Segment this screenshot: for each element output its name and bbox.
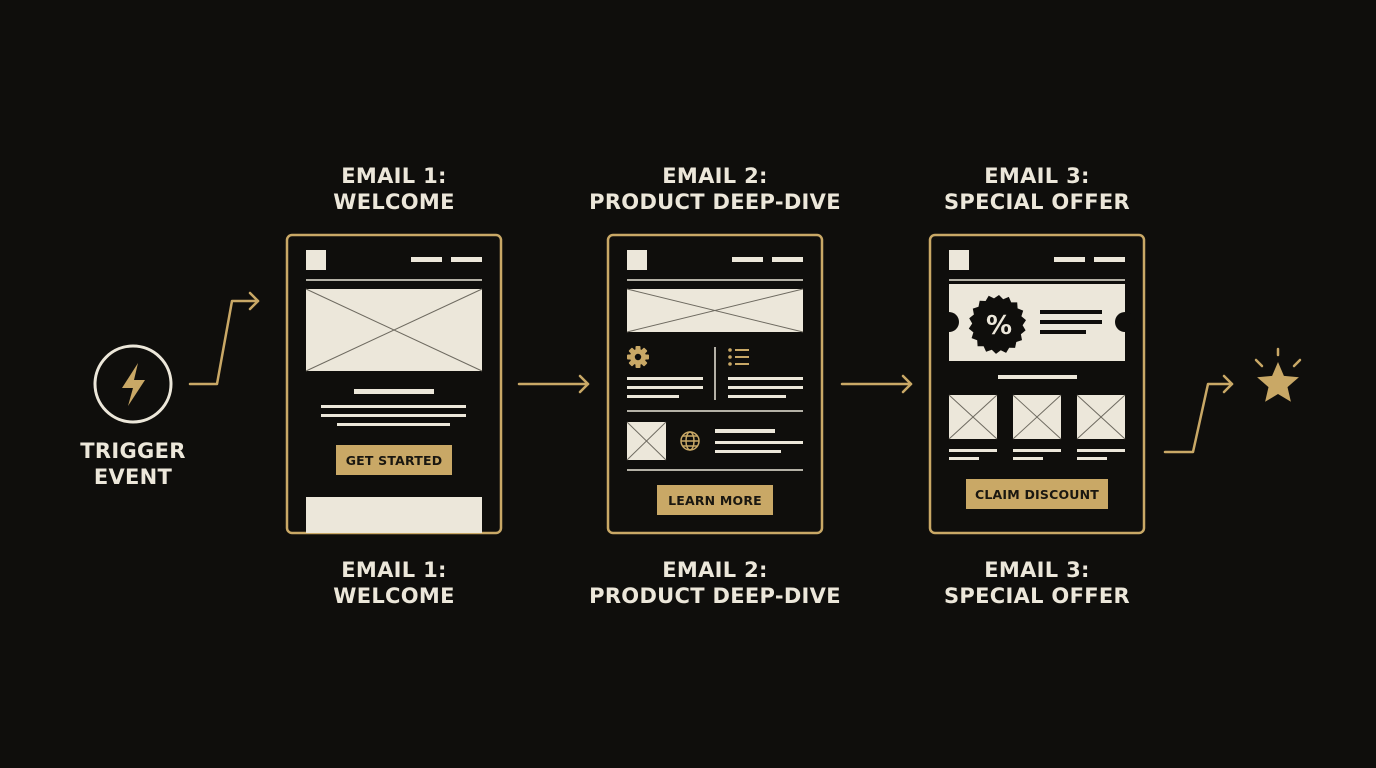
- email-1-caption: EMAIL 1: WELCOME: [284, 557, 504, 609]
- email-3-heading-line: [998, 375, 1077, 379]
- email-2-nav-item: [732, 257, 763, 262]
- email-2-text-line: [715, 441, 803, 444]
- email-2-logo: [627, 250, 647, 270]
- arrow-trigger-to-email1: [188, 291, 260, 386]
- email-1-title: EMAIL 1: WELCOME: [284, 163, 504, 215]
- email-1-hero-image-placeholder: [305, 288, 483, 372]
- claim-discount-button[interactable]: CLAIM DISCOUNT: [966, 479, 1108, 509]
- email-2-title-line-1: EMAIL 2:: [662, 164, 768, 188]
- email-2-banner-image-placeholder: [626, 288, 804, 333]
- email-3-title-line-1: EMAIL 3:: [984, 164, 1090, 188]
- trigger-node: [93, 344, 173, 424]
- arrow-email1-to-email2: [517, 374, 590, 394]
- get-started-button-label: GET STARTED: [346, 453, 443, 468]
- email-2-text-line: [627, 377, 703, 380]
- email-3-product-placeholder-3: [1076, 394, 1126, 440]
- email-2-card[interactable]: LEARN MORE: [606, 233, 824, 535]
- email-3-text-line: [1077, 449, 1125, 452]
- email-1-heading-line: [354, 389, 434, 394]
- percent-badge-icon: %: [968, 295, 1026, 354]
- trigger-label-line-1: TRIGGER: [80, 439, 186, 463]
- arrow-email2-to-email3: [840, 374, 913, 394]
- email-1-text-line: [337, 423, 450, 426]
- email-3-product-placeholder-2: [1012, 394, 1062, 440]
- goal-node: [1254, 347, 1302, 402]
- email-3-text-line: [1013, 449, 1061, 452]
- email-3-text-line: [1077, 457, 1107, 460]
- email-3-title-line-2: SPECIAL OFFER: [944, 190, 1130, 214]
- email-1-logo: [306, 250, 326, 270]
- email-3-title: EMAIL 3: SPECIAL OFFER: [917, 163, 1157, 215]
- email-1-nav-item: [411, 257, 442, 262]
- trigger-label: TRIGGER EVENT: [73, 438, 193, 490]
- email-2-text-line: [728, 377, 803, 380]
- email-3-text-line: [949, 457, 979, 460]
- email-3-logo: [949, 250, 969, 270]
- email-1-text-line: [321, 405, 466, 408]
- email-2-title: EMAIL 2: PRODUCT DEEP-DIVE: [575, 163, 855, 215]
- email-2-caption-line-2: PRODUCT DEEP-DIVE: [589, 584, 841, 608]
- email-1-caption-line-1: EMAIL 1:: [341, 558, 447, 582]
- learn-more-button-label: LEARN MORE: [668, 493, 762, 508]
- email-2-text-line: [728, 386, 803, 389]
- email-3-product-placeholder-1: [948, 394, 998, 440]
- claim-discount-button-label: CLAIM DISCOUNT: [975, 487, 1099, 502]
- email-3-caption: EMAIL 3: SPECIAL OFFER: [917, 557, 1157, 609]
- email-2-text-line: [627, 395, 679, 398]
- email-1-text-line: [321, 414, 466, 417]
- trigger-circle: [93, 344, 173, 424]
- trigger-label-line-2: EVENT: [93, 465, 173, 489]
- email-1-caption-line-2: WELCOME: [333, 584, 455, 608]
- list-icon: [728, 348, 749, 366]
- email-2-thumbnail-placeholder: [626, 421, 667, 461]
- email-2-text-line: [715, 450, 781, 453]
- lightning-bolt-icon: [122, 363, 145, 406]
- email-2-text-line: [627, 386, 703, 389]
- email-3-text-line: [949, 449, 997, 452]
- email-3-nav-item: [1054, 257, 1085, 262]
- star-icon: [1257, 362, 1299, 402]
- learn-more-button[interactable]: LEARN MORE: [657, 485, 773, 515]
- email-3-text-line: [1013, 457, 1043, 460]
- sparkle-icon: [1254, 347, 1302, 368]
- email-1-title-line-1: EMAIL 1:: [341, 164, 447, 188]
- arrow-email3-to-goal: [1163, 374, 1234, 454]
- email-2-title-line-2: PRODUCT DEEP-DIVE: [589, 190, 841, 214]
- svg-text:%: %: [986, 311, 1012, 341]
- email-3-nav-item: [1094, 257, 1125, 262]
- gear-icon: [627, 346, 649, 368]
- email-3-caption-line-1: EMAIL 3:: [984, 558, 1090, 582]
- email-2-caption-line-1: EMAIL 2:: [662, 558, 768, 582]
- email-1-title-line-2: WELCOME: [333, 190, 455, 214]
- coupon-ticket: %: [939, 284, 1135, 361]
- get-started-button[interactable]: GET STARTED: [336, 445, 452, 475]
- email-1-nav-item: [451, 257, 482, 262]
- email-2-nav-item: [772, 257, 803, 262]
- email-1-footer-block: [306, 497, 482, 533]
- email-3-caption-line-2: SPECIAL OFFER: [944, 584, 1130, 608]
- email-2-text-line: [715, 429, 775, 433]
- email-2-caption: EMAIL 2: PRODUCT DEEP-DIVE: [575, 557, 855, 609]
- email-3-card[interactable]: % CLAIM DISCOUNT: [928, 233, 1146, 535]
- email-1-card[interactable]: GET STARTED: [285, 233, 503, 535]
- globe-icon: [680, 431, 700, 451]
- email-2-text-line: [728, 395, 786, 398]
